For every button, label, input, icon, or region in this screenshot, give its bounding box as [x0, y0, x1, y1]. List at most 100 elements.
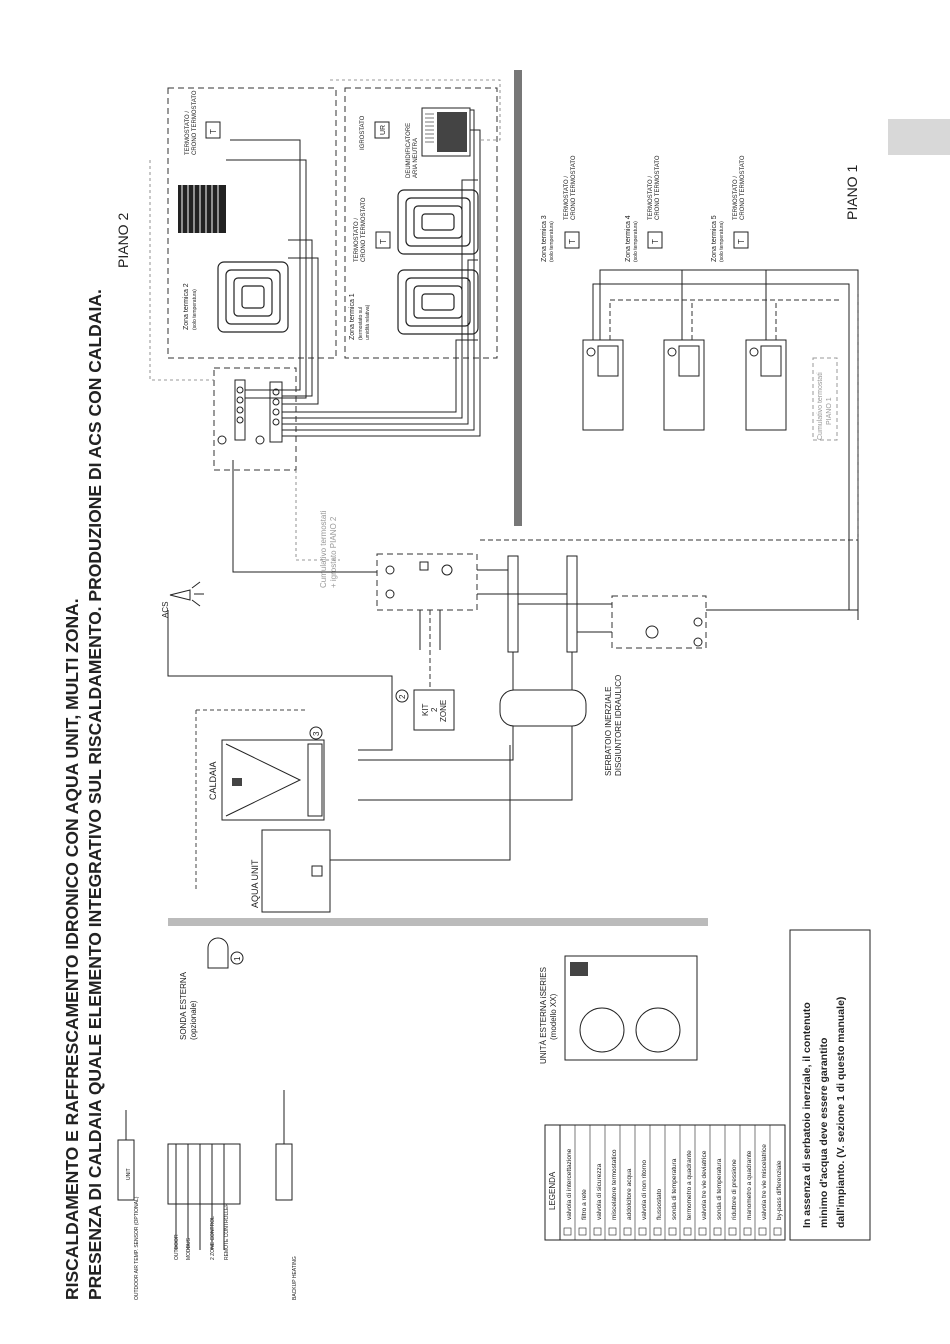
legend-item: flussostato [656, 1189, 663, 1220]
pump-group-piano2 [376, 553, 478, 611]
wiring-outdoor-sensor-label: OUTDOOR AIR TEMP. SENSOR (OPTIONAL) [134, 1196, 140, 1300]
buffer-tank [499, 689, 587, 727]
legend-item: miscelatore termostatico [611, 1149, 618, 1220]
outdoor-sensor [207, 937, 229, 969]
zone-1-label: Zona termica 1 [349, 293, 356, 340]
legend-symbol-icon [563, 1227, 572, 1236]
acs-label: ACS [161, 602, 170, 618]
legend-symbol-icon [683, 1227, 692, 1236]
zone-4-label: Zona termica 4 [625, 215, 632, 262]
fancoil-zone-3 [582, 339, 624, 431]
note-line-2: minimo d'acqua deve essere garantito [818, 1038, 830, 1228]
legend-item: riduttore di pressione [731, 1159, 738, 1220]
pipes-piano1 [592, 269, 859, 620]
legend-symbol-icon [758, 1227, 767, 1236]
zone-4-term-1: TERMOSTATO / [648, 176, 654, 220]
note-box [789, 929, 871, 1241]
wiring-outdoor-label: OUTDOOR [174, 1234, 180, 1260]
outdoor-unit-label-1: UNITÀ ESTERNA iSERIES [539, 967, 548, 1064]
kit-label-1: KIT [421, 703, 430, 716]
floor-coil-zone-2 [217, 261, 289, 333]
page-tab [888, 119, 950, 155]
note-line-3: dall'impianto. (V. sezione 1 di questo m… [835, 997, 847, 1228]
hygrostat-symbol: UR [380, 125, 387, 135]
boiler-label: CALDAIA [208, 761, 218, 800]
legend-item: manometro a quadrante [746, 1150, 753, 1220]
note-line-1: In assenza di serbatoio inerziale, il co… [801, 1002, 813, 1228]
legend-symbol-icon [653, 1227, 662, 1236]
fancoil-zone-4 [663, 339, 705, 431]
room-zone-1 [344, 87, 498, 359]
legend-item: valvola di sicurezza [596, 1163, 603, 1220]
legend-symbol-icon [743, 1227, 752, 1236]
legend-symbol-icon [638, 1227, 647, 1236]
fan-2 [635, 1007, 681, 1053]
fan-1 [579, 1007, 625, 1053]
thermostat-zone-1-label-2: CRONO TERMOSTATO [361, 197, 367, 262]
legend-title: LEGENDA [548, 1171, 557, 1210]
wiring-modbus-label: MODBUS [186, 1237, 192, 1260]
thermostat-zone-5-t: T [737, 239, 746, 244]
zone-2-label: Zona termica 2 [183, 283, 190, 330]
legend-item: valvola tre vie miscelatrice [761, 1144, 768, 1220]
zone-2-sub: (solo temperatura) [192, 289, 198, 330]
floor-label-piano2: PIANO 2 [115, 213, 131, 268]
title-line-2: PRESENZA DI CALDAIA QUALE ELEMENTO INTEG… [85, 289, 105, 1300]
thermostat-zone-3-t: T [568, 239, 577, 244]
legend-symbol-icon [698, 1227, 707, 1236]
legend-item: sonda di temperatura [671, 1158, 678, 1220]
zone-5-label: Zona termica 5 [711, 215, 718, 262]
legend-item: termometro a quadrante [686, 1150, 693, 1220]
aqua-unit-label: AQUA UNIT [250, 859, 260, 908]
buffer-tank-label-1: SERBATOIO INERZIALE [604, 686, 613, 776]
kit-label-3: ZONE [439, 700, 448, 722]
room-zone-2 [167, 87, 337, 359]
legend-item: valvola di non ritorno [641, 1160, 648, 1220]
legend-symbol-icon [623, 1227, 632, 1236]
thermostat-zone-5 [733, 231, 749, 249]
thermostat-zone-2-label-2: CRONO TERMOSTATO [192, 90, 198, 155]
zone-1-sub: (termostato sul [358, 307, 364, 340]
wiring-remote-label: REMOTE CONTROLLER [224, 1203, 230, 1260]
dehumidifier-label-1: DEUMIDIFICATORE [406, 123, 412, 178]
legend-item: filtro a rete [581, 1189, 588, 1220]
sonda-opzionale-label: (opzionale) [189, 1000, 198, 1040]
callout-2-text: 2 [398, 694, 407, 699]
zone-5-sub: (solo temperatura) [719, 221, 725, 262]
thermostat-zone-4 [647, 231, 663, 249]
fancoil-zone-5 [745, 339, 787, 431]
pipes-piano2 [226, 109, 481, 437]
callout-1-text: 1 [233, 956, 242, 961]
legend-symbol-icon [713, 1227, 722, 1236]
zone-4-sub: (solo temperatura) [633, 221, 639, 262]
floor-label-piano1: PIANO 1 [844, 165, 860, 220]
wiring-backup-label: BACKUP HEATING [292, 1256, 298, 1300]
zone-3-term-1: TERMOSTATO / [564, 176, 570, 220]
legend-symbol-icon [608, 1227, 617, 1236]
wiring-terminals [167, 1143, 241, 1250]
callout-1 [230, 951, 244, 965]
outdoor-unit-label-2: (modello XX) [549, 993, 558, 1040]
main-pipes [167, 460, 858, 861]
zone-4-term-2: CRONO TERMOSTATO [655, 155, 661, 220]
callout-2 [395, 689, 409, 703]
legend-symbol-icon [593, 1227, 602, 1236]
manifold-box-piano2 [213, 367, 297, 471]
callout-3-text: 3 [312, 731, 321, 736]
wiring-zone-label: 2 ZONE CONTROL [210, 1216, 216, 1260]
legend-item: addolcitore acqua [626, 1168, 633, 1220]
thermostat-zone-1 [375, 231, 391, 249]
zone-1-sub2: umidità relativa) [365, 304, 371, 340]
manifold-piano2 [217, 379, 283, 445]
hygrostat-label: IGROSTATO [360, 115, 366, 150]
cumulative-piano2-2: + igrostato PIANO 2 [329, 516, 338, 588]
wiring-unit-label: UNIT [126, 1168, 132, 1180]
collector-left [507, 555, 519, 653]
legend-symbol-icon [668, 1227, 677, 1236]
sonda-esterna-label: SONDA ESTERNA [179, 971, 188, 1040]
thermostat-zone-3 [564, 231, 580, 249]
wall-hatch [514, 70, 522, 526]
thermostat-zone-1-label-1: TERMOSTATO / [354, 218, 360, 262]
thermostat-zone-4-t: T [651, 239, 660, 244]
